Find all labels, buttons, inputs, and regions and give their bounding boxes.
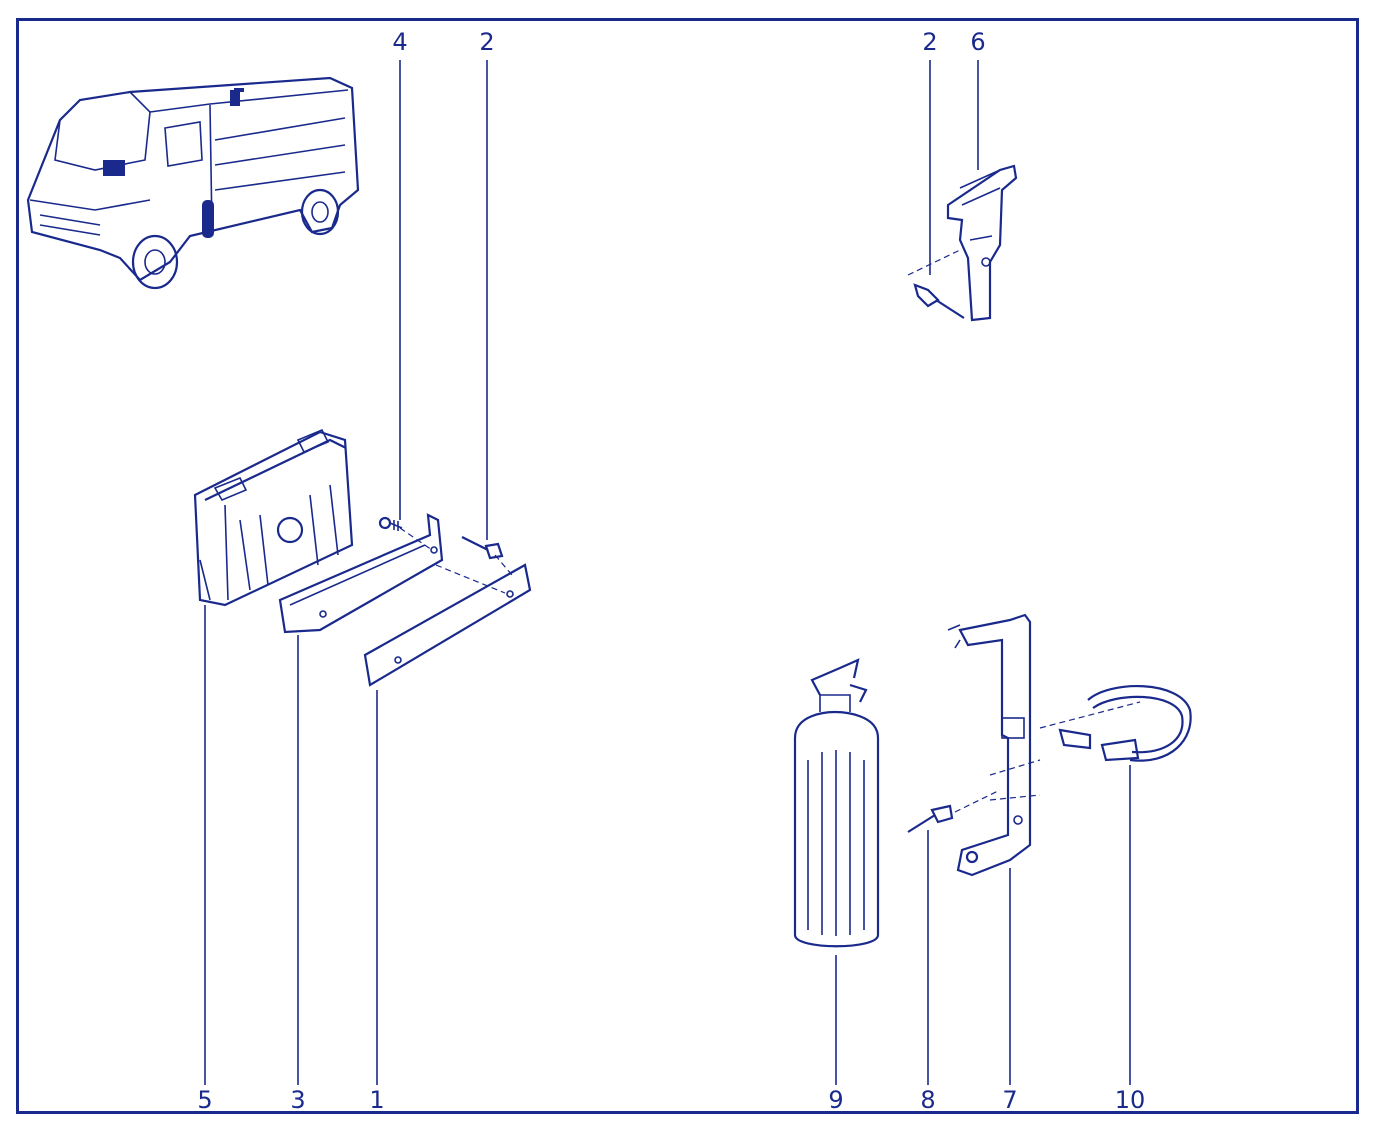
callout-label: 2: [479, 28, 495, 56]
callout-label: 8: [920, 1086, 936, 1114]
plate-icon: [363, 563, 532, 687]
screw-icon: [378, 516, 403, 531]
fire-extinguisher-icon: [793, 658, 880, 948]
callout-label: 5: [197, 1086, 213, 1114]
rivet-icon: [907, 804, 954, 833]
strap-icon: [1058, 685, 1192, 762]
van-illustration: [26, 76, 360, 290]
callout-label: 3: [290, 1086, 306, 1114]
extinguisher-bracket-icon: [947, 613, 1032, 877]
rivet-icon: [913, 283, 965, 319]
callout-label: 9: [828, 1086, 844, 1114]
bracket-icon: [278, 513, 444, 634]
callout-label: 10: [1114, 1086, 1146, 1114]
callout-label: 6: [970, 28, 986, 56]
rivet-icon: [461, 536, 504, 560]
first-aid-case-icon: [193, 428, 354, 607]
hammer-icon: [946, 164, 1018, 322]
callout-label: 1: [369, 1086, 385, 1114]
callout-label: 7: [1002, 1086, 1018, 1114]
diagram-frame: [16, 18, 1359, 1114]
callout-leaders: [204, 60, 1131, 1085]
callout-label: 4: [392, 28, 408, 56]
callout-label: 2: [922, 28, 938, 56]
